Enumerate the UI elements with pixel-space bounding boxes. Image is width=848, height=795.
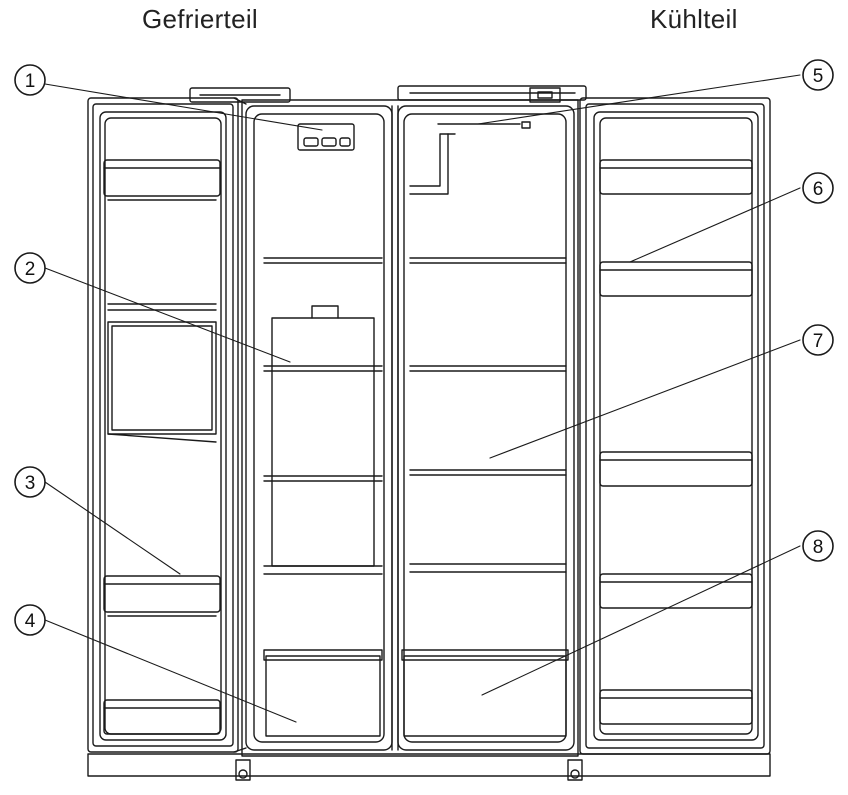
freezer-door-shelf-top (103, 159, 221, 201)
bottom-base (87, 753, 771, 781)
callout-number-8: 8 (813, 537, 824, 558)
callout-number-5: 5 (813, 66, 824, 87)
fridge-door-shelf-4 (599, 573, 753, 609)
freezer-door-shelf-middle (103, 575, 221, 617)
fridge-shelf-4 (409, 563, 567, 573)
callout-3: 3 (14, 466, 46, 498)
callout-7: 7 (802, 324, 834, 356)
leader-4 (44, 619, 297, 723)
fridge-section-label: Kühlteil (650, 4, 738, 34)
callout-8: 8 (802, 530, 834, 562)
fridge-shelf-3 (409, 469, 567, 476)
fridge-door-shelf-3 (599, 451, 753, 487)
callout-number-7: 7 (813, 331, 824, 352)
callout-2: 2 (14, 252, 46, 284)
freezer-shelf-2 (263, 365, 383, 372)
fridge-door-shelf-1 (599, 159, 753, 195)
freezer-ice-dispenser-area (107, 321, 217, 443)
callout-number-4: 4 (25, 611, 36, 632)
freezer-drawer (263, 649, 383, 737)
leader-5 (477, 74, 801, 125)
cabinet-body (241, 99, 579, 757)
fridge-door-shelf-5 (599, 689, 753, 725)
leader-1 (44, 83, 323, 131)
fridge-door-shelf-2 (599, 261, 753, 297)
leader-7 (489, 339, 801, 459)
fridge-shelf-2 (409, 365, 567, 372)
fridge-water-pipe (409, 133, 456, 195)
leader-2 (44, 267, 291, 363)
callout-number-2: 2 (25, 259, 36, 280)
fridge-shelf-1 (409, 257, 567, 264)
leader-6 (629, 187, 801, 263)
freezer-shelf-4 (263, 565, 383, 575)
freezer-ice-bucket (271, 305, 375, 567)
callout-markers: 1 2 3 4 5 6 7 8 (14, 59, 834, 636)
top-hinges (189, 85, 587, 103)
freezer-door-shelf-upper (107, 303, 217, 311)
leader-8 (481, 545, 801, 696)
callout-4: 4 (14, 604, 46, 636)
callout-leaders (44, 74, 801, 723)
leader-3 (44, 481, 181, 575)
callout-number-3: 3 (25, 473, 36, 494)
freezer-shelf-3 (263, 475, 383, 482)
freezer-shelf-1 (263, 257, 383, 264)
callout-number-1: 1 (25, 71, 36, 92)
callout-number-6: 6 (813, 179, 824, 200)
fridge-door (579, 97, 771, 755)
callout-5: 5 (802, 59, 834, 91)
freezer-ice-maker (297, 123, 355, 151)
callout-1: 1 (14, 64, 46, 96)
callout-6: 6 (802, 172, 834, 204)
freezer-door-shelf-bottom (103, 699, 221, 735)
freezer-section-label: Gefrierteil (142, 4, 258, 34)
